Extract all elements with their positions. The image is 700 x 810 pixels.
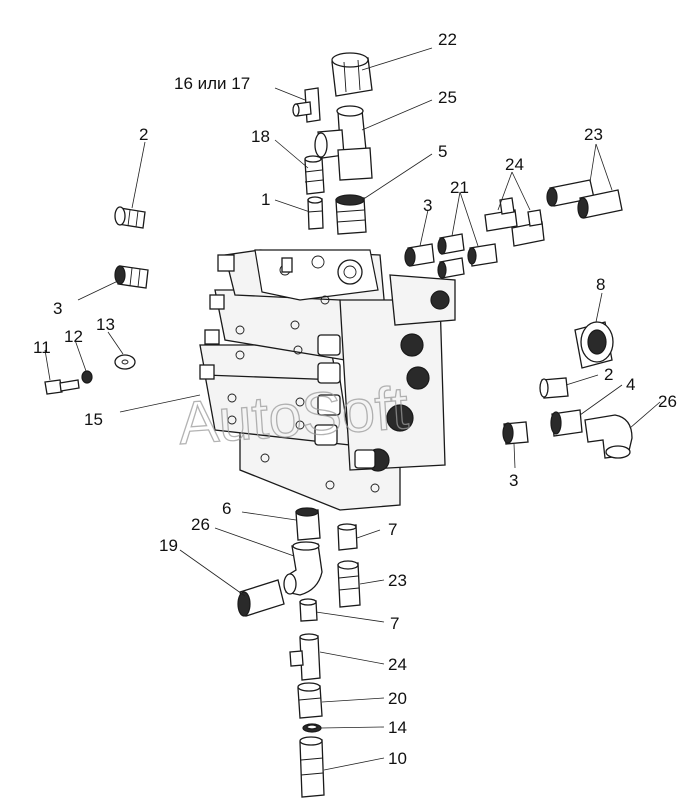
callout-3-left: 3 bbox=[53, 299, 62, 318]
callout-11: 11 bbox=[33, 338, 51, 357]
callout-10: 10 bbox=[388, 749, 407, 768]
callout-2-right: 2 bbox=[604, 365, 613, 384]
callout-21: 21 bbox=[450, 178, 469, 197]
part-26-elbow-bottom bbox=[283, 541, 323, 596]
callout-3-bottom: 3 bbox=[509, 471, 518, 490]
leader-lines bbox=[44, 47, 661, 771]
callout-23-top: 23 bbox=[584, 125, 603, 144]
part-3-fitting-bottom bbox=[502, 421, 529, 445]
callout-24-bottom: 24 bbox=[388, 655, 407, 674]
part-13-washer bbox=[114, 354, 136, 370]
part-19-nut bbox=[237, 579, 285, 617]
callout-8: 8 bbox=[596, 275, 605, 294]
callout-20: 20 bbox=[388, 689, 407, 708]
callout-labels: 22 16 или 17 25 18 2 5 23 1 24 3 21 3 13… bbox=[33, 30, 677, 768]
callout-14: 14 bbox=[388, 718, 407, 737]
callout-5: 5 bbox=[438, 142, 447, 161]
part-25-tee bbox=[314, 105, 373, 181]
part-6-fitting bbox=[295, 507, 321, 541]
part-8-plug bbox=[574, 321, 614, 369]
part-10-sensor bbox=[299, 736, 325, 798]
part-22-nut bbox=[331, 52, 373, 97]
part-1-fitting bbox=[307, 196, 324, 230]
callout-13: 13 bbox=[96, 315, 115, 334]
part-23-fittings-right bbox=[546, 179, 623, 219]
callout-22: 22 bbox=[438, 30, 457, 49]
callout-12: 12 bbox=[64, 327, 83, 346]
part-12-washer bbox=[81, 370, 93, 384]
part-4-fitting bbox=[550, 409, 583, 437]
callout-7-bottom: 7 bbox=[390, 614, 399, 633]
part-2-fitting-top bbox=[114, 206, 146, 229]
callout-15: 15 bbox=[84, 410, 103, 429]
part-11-bolt bbox=[44, 379, 80, 395]
callout-16-17: 16 или 17 bbox=[174, 74, 250, 93]
part-5-fitting bbox=[335, 194, 367, 235]
part-23-fitting-bottom bbox=[337, 560, 361, 608]
part-14-ring bbox=[302, 723, 322, 733]
part-21-fittings bbox=[437, 233, 465, 279]
part-18-fitting bbox=[304, 155, 325, 195]
callout-4: 4 bbox=[626, 375, 635, 394]
callout-2-top: 2 bbox=[139, 125, 148, 144]
part-7-fitting-top bbox=[337, 523, 358, 551]
watermark-text: AutoSoft bbox=[176, 374, 411, 457]
callout-25: 25 bbox=[438, 88, 457, 107]
callout-18: 18 bbox=[251, 127, 270, 146]
callout-24-top: 24 bbox=[505, 155, 524, 174]
callout-26-bottom: 26 bbox=[191, 515, 210, 534]
part-3-fitting-left bbox=[114, 265, 149, 289]
part-2-fitting-right bbox=[539, 377, 569, 399]
part-20-nut bbox=[297, 682, 323, 719]
part-24-tee-bottom bbox=[289, 633, 321, 681]
callout-23-bottom: 23 bbox=[388, 571, 407, 590]
part-26-elbow-right bbox=[584, 414, 633, 459]
callout-7-top: 7 bbox=[388, 520, 397, 539]
callout-26-right: 26 bbox=[658, 392, 677, 411]
callout-3-right: 3 bbox=[423, 196, 432, 215]
callout-6: 6 bbox=[222, 499, 231, 518]
part-24-tees-right bbox=[467, 197, 545, 267]
valve-block-assembly bbox=[199, 249, 456, 511]
callout-1: 1 bbox=[261, 190, 270, 209]
part-3-fitting-right bbox=[404, 243, 435, 267]
callout-19: 19 bbox=[159, 536, 178, 555]
part-16-17-tee bbox=[292, 87, 321, 123]
part-7-fitting-bottom bbox=[299, 598, 318, 622]
